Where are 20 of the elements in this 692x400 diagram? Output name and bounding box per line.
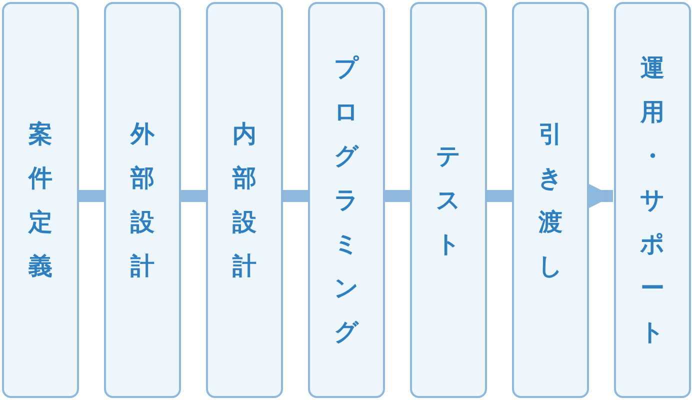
step-label: 内部設計 [232,119,258,282]
connector [283,190,308,202]
arrow [586,182,613,210]
process-box [104,2,181,398]
connector [385,190,410,202]
process-box [206,2,283,398]
process-box [2,2,79,398]
step-label: 案件定義 [28,119,54,282]
connector [181,190,206,202]
process-box [512,2,589,398]
connector [79,190,104,202]
step-label: プログラミング [334,53,360,348]
process-box [308,2,385,398]
step-label: 引き渡し [538,119,564,282]
step-label: テスト [436,141,462,260]
step-label: 運用・サポート [640,53,666,348]
process-box [614,2,691,398]
connector [487,190,512,202]
step-label: 外部設計 [130,119,156,282]
process-box [410,2,487,398]
